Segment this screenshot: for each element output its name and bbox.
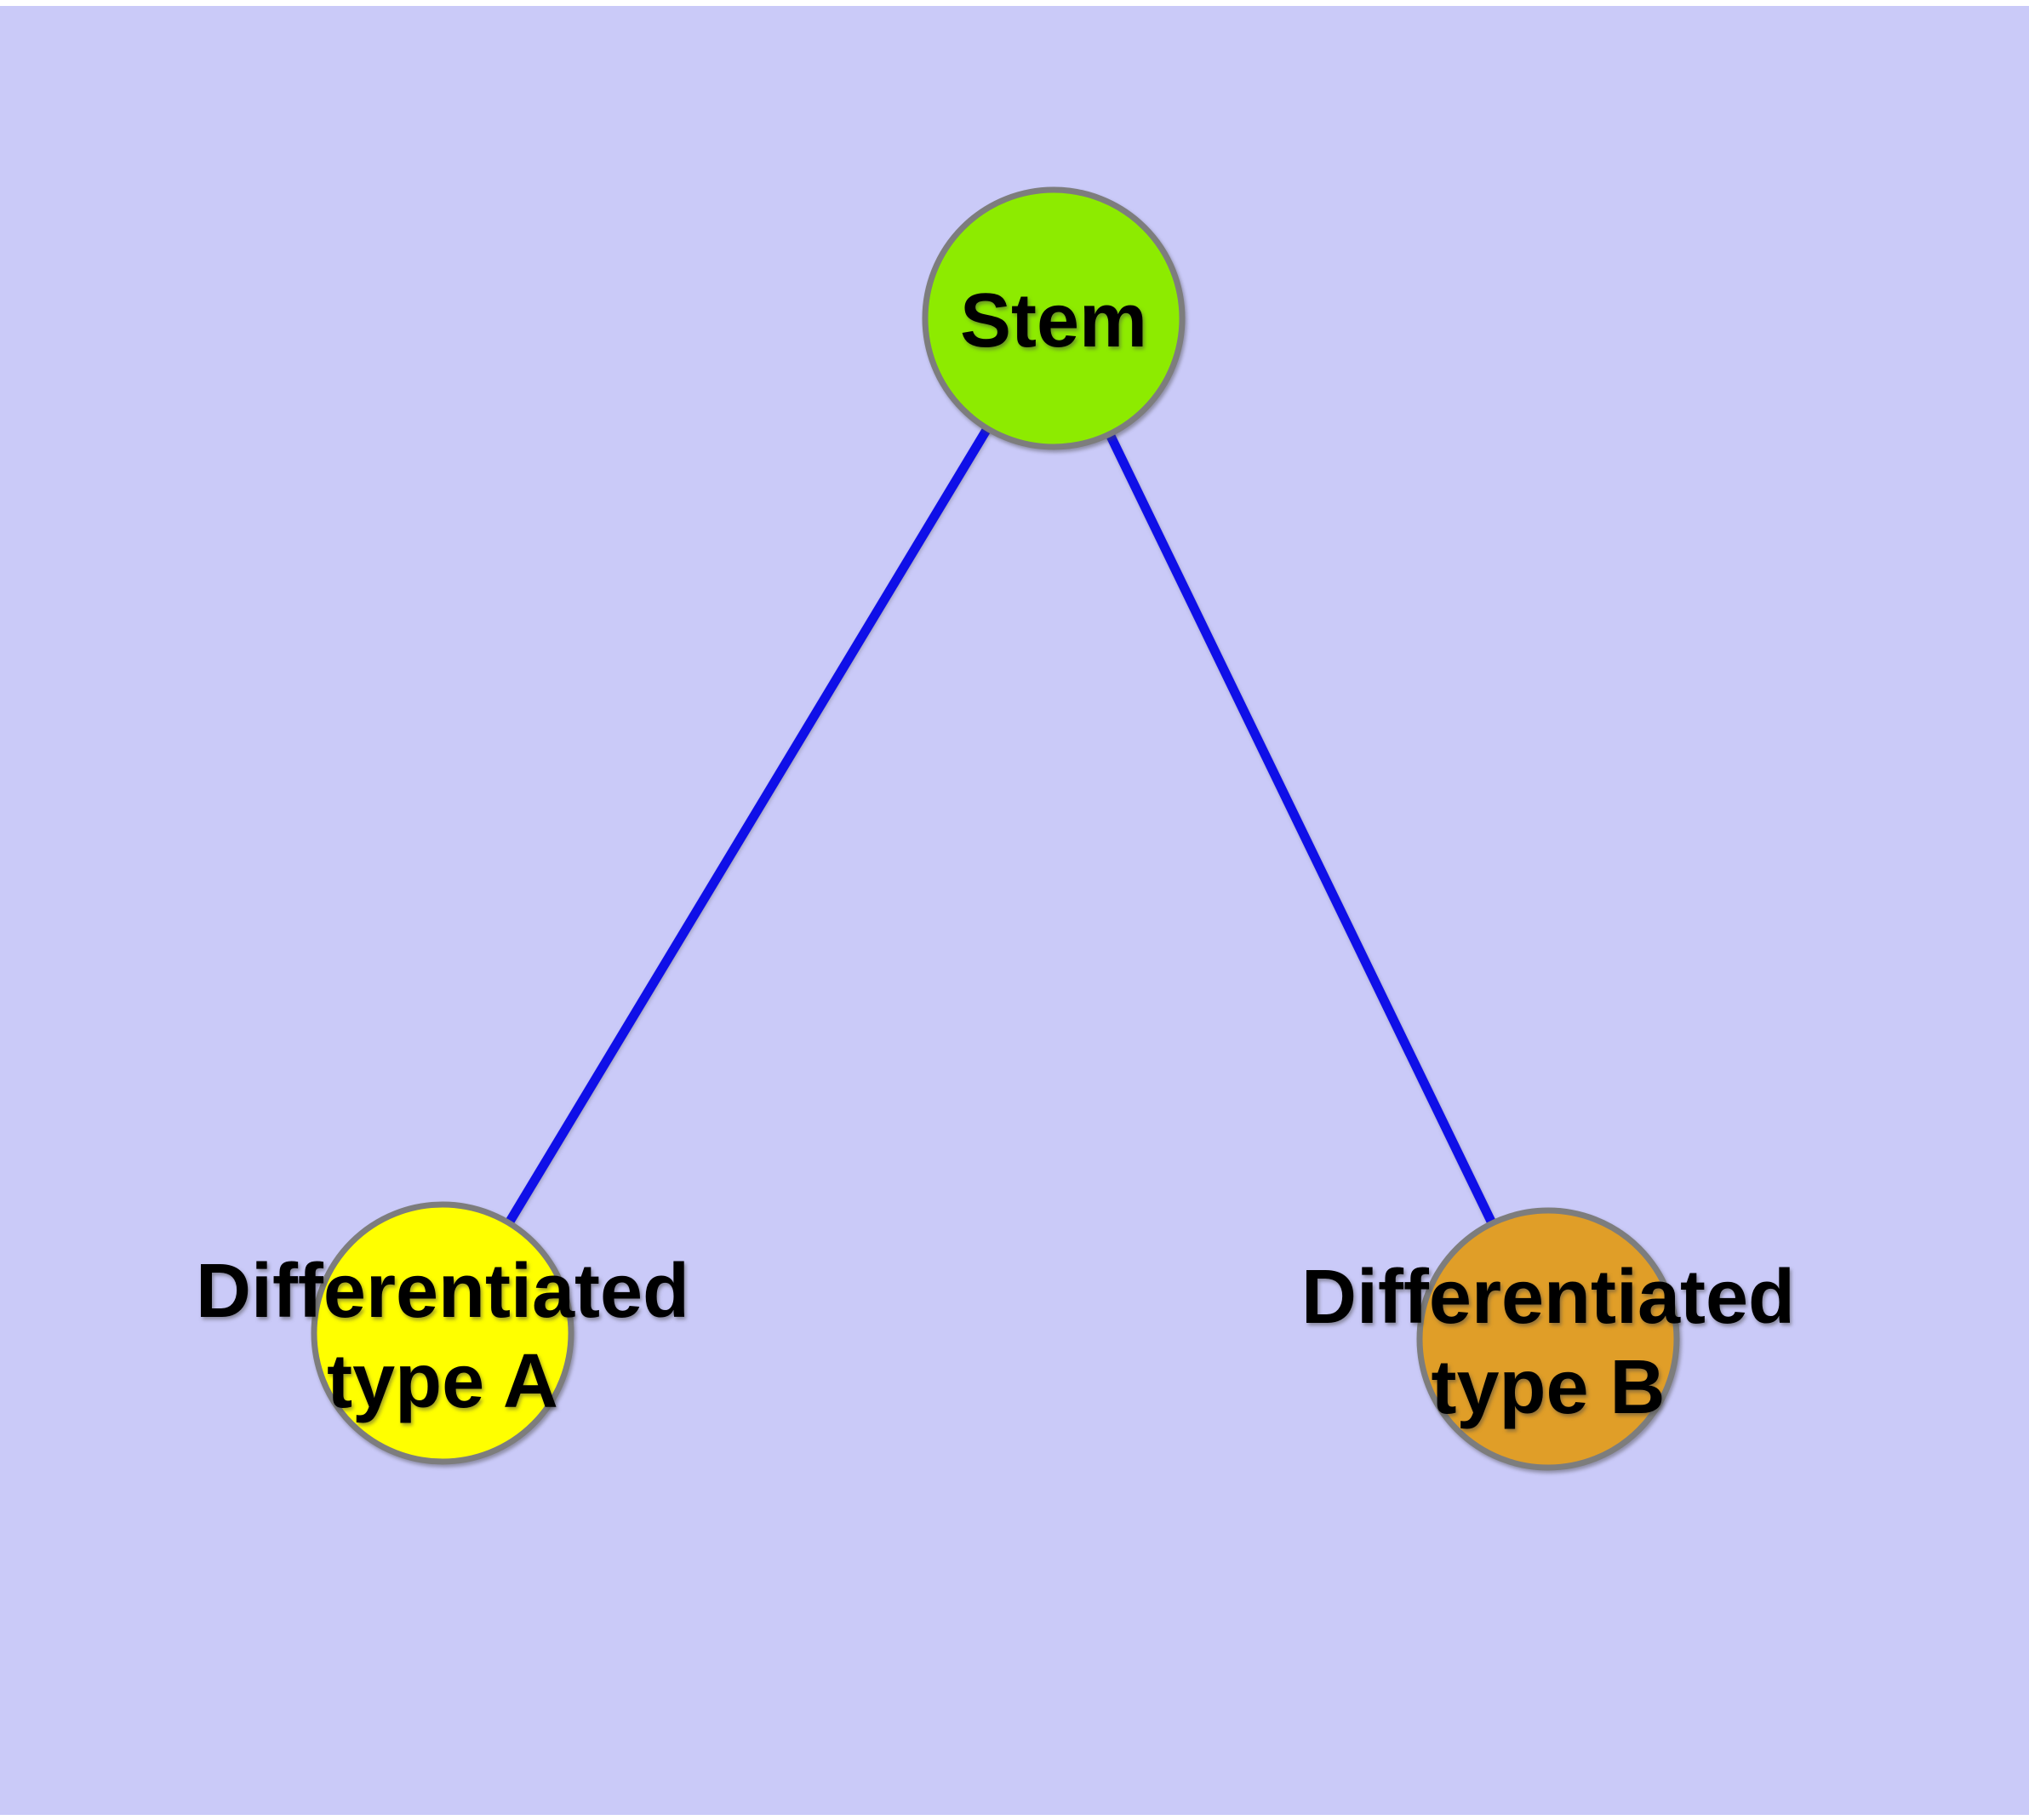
node-type-a-label-line2: type A: [327, 1339, 558, 1424]
node-type-a-group: Differentiated type A: [196, 1201, 689, 1465]
node-type-b-label-line1: Differentiated: [1301, 1255, 1795, 1340]
node-type-b[interactable]: [1416, 1207, 1680, 1471]
edge-stem-to-type-b: [1049, 316, 1552, 1342]
node-stem-group: Stem: [922, 186, 1186, 450]
node-stem-label: Stem: [960, 278, 1147, 363]
node-stem[interactable]: [922, 186, 1186, 450]
edge-stem-to-type-a: [438, 316, 1058, 1336]
node-type-a-label-line1: Differentiated: [196, 1249, 689, 1334]
node-type-b-group: Differentiated type B: [1301, 1207, 1795, 1471]
node-type-a[interactable]: [311, 1201, 574, 1465]
node-type-b-label-line2: type B: [1431, 1345, 1665, 1430]
